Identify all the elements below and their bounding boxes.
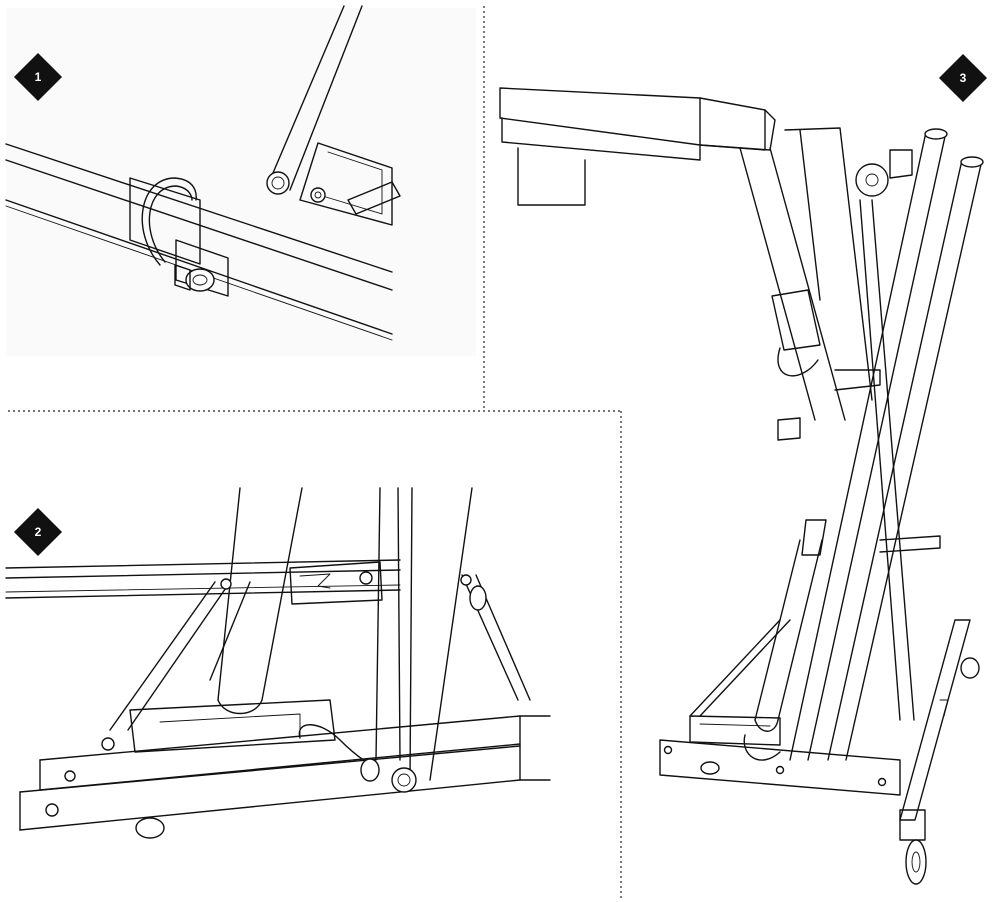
panel-dividers	[8, 6, 622, 900]
step-3-number: 3	[959, 71, 967, 85]
step-1-number: 1	[34, 70, 42, 84]
panel-1-pin-detail	[5, 5, 476, 356]
step-2-number: 2	[34, 525, 42, 539]
panel-2-base-detail	[5, 487, 551, 839]
panel-3-folded-crane	[499, 87, 984, 885]
